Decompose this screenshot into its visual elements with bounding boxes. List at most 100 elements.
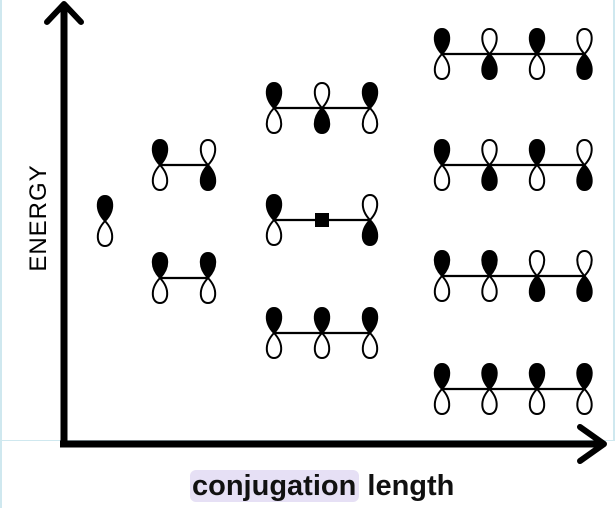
orbital-level: [151, 251, 217, 305]
p-orbital: [481, 27, 498, 81]
orbital-level: [433, 27, 593, 81]
lower-lobe: [361, 331, 379, 360]
upper-lobe: [433, 138, 451, 167]
lower-lobe: [199, 163, 217, 192]
p-orbital: [313, 306, 331, 360]
p-orbital: [151, 251, 169, 305]
y-axis-label: ENERGY: [25, 164, 52, 272]
p-orbital: [199, 138, 217, 192]
upper-lobe: [481, 27, 498, 56]
node-marker: [315, 213, 329, 227]
upper-lobe: [433, 249, 451, 278]
p-orbital: [96, 194, 114, 248]
upper-lobe: [265, 306, 283, 335]
upper-lobe: [528, 249, 546, 278]
upper-lobe: [576, 249, 593, 278]
upper-lobe: [96, 194, 114, 223]
upper-lobe: [265, 81, 283, 110]
upper-lobe: [265, 193, 283, 222]
p-orbital: [481, 138, 498, 192]
p-orbital: [576, 27, 593, 81]
upper-lobe: [576, 138, 593, 167]
upper-lobe: [481, 249, 498, 278]
orbital-level: [151, 138, 217, 192]
lower-lobe: [433, 274, 451, 303]
orbital-level: [96, 194, 114, 248]
lower-lobe: [481, 274, 498, 303]
axes: [44, 1, 607, 464]
upper-lobe: [528, 27, 546, 56]
upper-lobe: [361, 81, 379, 110]
lower-lobe: [265, 218, 283, 247]
lower-lobe: [528, 387, 546, 416]
p-orbital: [433, 362, 451, 416]
lower-lobe: [433, 387, 451, 416]
x-axis-label-rest: length: [359, 470, 455, 502]
upper-lobe: [151, 251, 169, 280]
upper-lobe: [433, 362, 451, 391]
p-orbital: [528, 362, 546, 416]
lower-lobe: [576, 387, 593, 416]
orbital-level: [433, 362, 593, 416]
lower-lobe: [576, 274, 593, 303]
upper-lobe: [576, 362, 593, 391]
lower-lobe: [199, 276, 217, 305]
p-orbital: [528, 138, 546, 192]
upper-lobe: [151, 138, 169, 167]
p-orbital: [361, 81, 379, 135]
upper-lobe: [361, 193, 379, 222]
p-orbital: [313, 81, 331, 135]
upper-lobe: [433, 27, 451, 56]
lower-lobe: [481, 163, 498, 192]
upper-lobe: [481, 362, 498, 391]
p-orbital: [528, 249, 546, 303]
orbital-level: [265, 193, 379, 247]
upper-lobe: [199, 138, 217, 167]
upper-lobe: [528, 138, 546, 167]
y-axis-arrowhead: [44, 1, 84, 25]
lower-lobe: [433, 52, 451, 81]
lower-lobe: [576, 163, 593, 192]
lower-lobe: [528, 52, 546, 81]
upper-lobe: [199, 251, 217, 280]
p-orbital: [199, 251, 217, 305]
p-orbital: [265, 193, 283, 247]
lower-lobe: [576, 52, 593, 81]
p-orbital: [265, 306, 283, 360]
upper-lobe: [313, 306, 331, 335]
orbital-level: [433, 138, 593, 192]
p-orbital: [576, 138, 593, 192]
p-orbital: [433, 27, 451, 81]
lower-lobe: [481, 52, 498, 81]
orbital-level: [265, 81, 379, 135]
lower-lobe: [151, 276, 169, 305]
lower-lobe: [151, 163, 169, 192]
p-orbital: [265, 81, 283, 135]
orbital-level: [433, 249, 593, 303]
upper-lobe: [481, 138, 498, 167]
orbital-level: [265, 306, 379, 360]
p-orbital: [481, 249, 498, 303]
p-orbital: [361, 306, 379, 360]
x-axis-label: conjugation length: [190, 466, 454, 506]
lower-lobe: [361, 106, 379, 135]
lower-lobe: [265, 106, 283, 135]
p-orbital: [576, 249, 593, 303]
p-orbital: [433, 249, 451, 303]
p-orbital: [361, 193, 379, 247]
lower-lobe: [313, 331, 331, 360]
p-orbital: [433, 138, 451, 192]
lower-lobe: [265, 331, 283, 360]
x-axis-label-highlight: conjugation: [190, 470, 360, 502]
p-orbital: [151, 138, 169, 192]
upper-lobe: [576, 27, 593, 56]
upper-lobe: [361, 306, 379, 335]
p-orbital: [481, 362, 498, 416]
upper-lobe: [528, 362, 546, 391]
x-axis-arrowhead: [577, 424, 607, 464]
upper-lobe: [313, 81, 331, 110]
lower-lobe: [528, 274, 546, 303]
lower-lobe: [433, 163, 451, 192]
